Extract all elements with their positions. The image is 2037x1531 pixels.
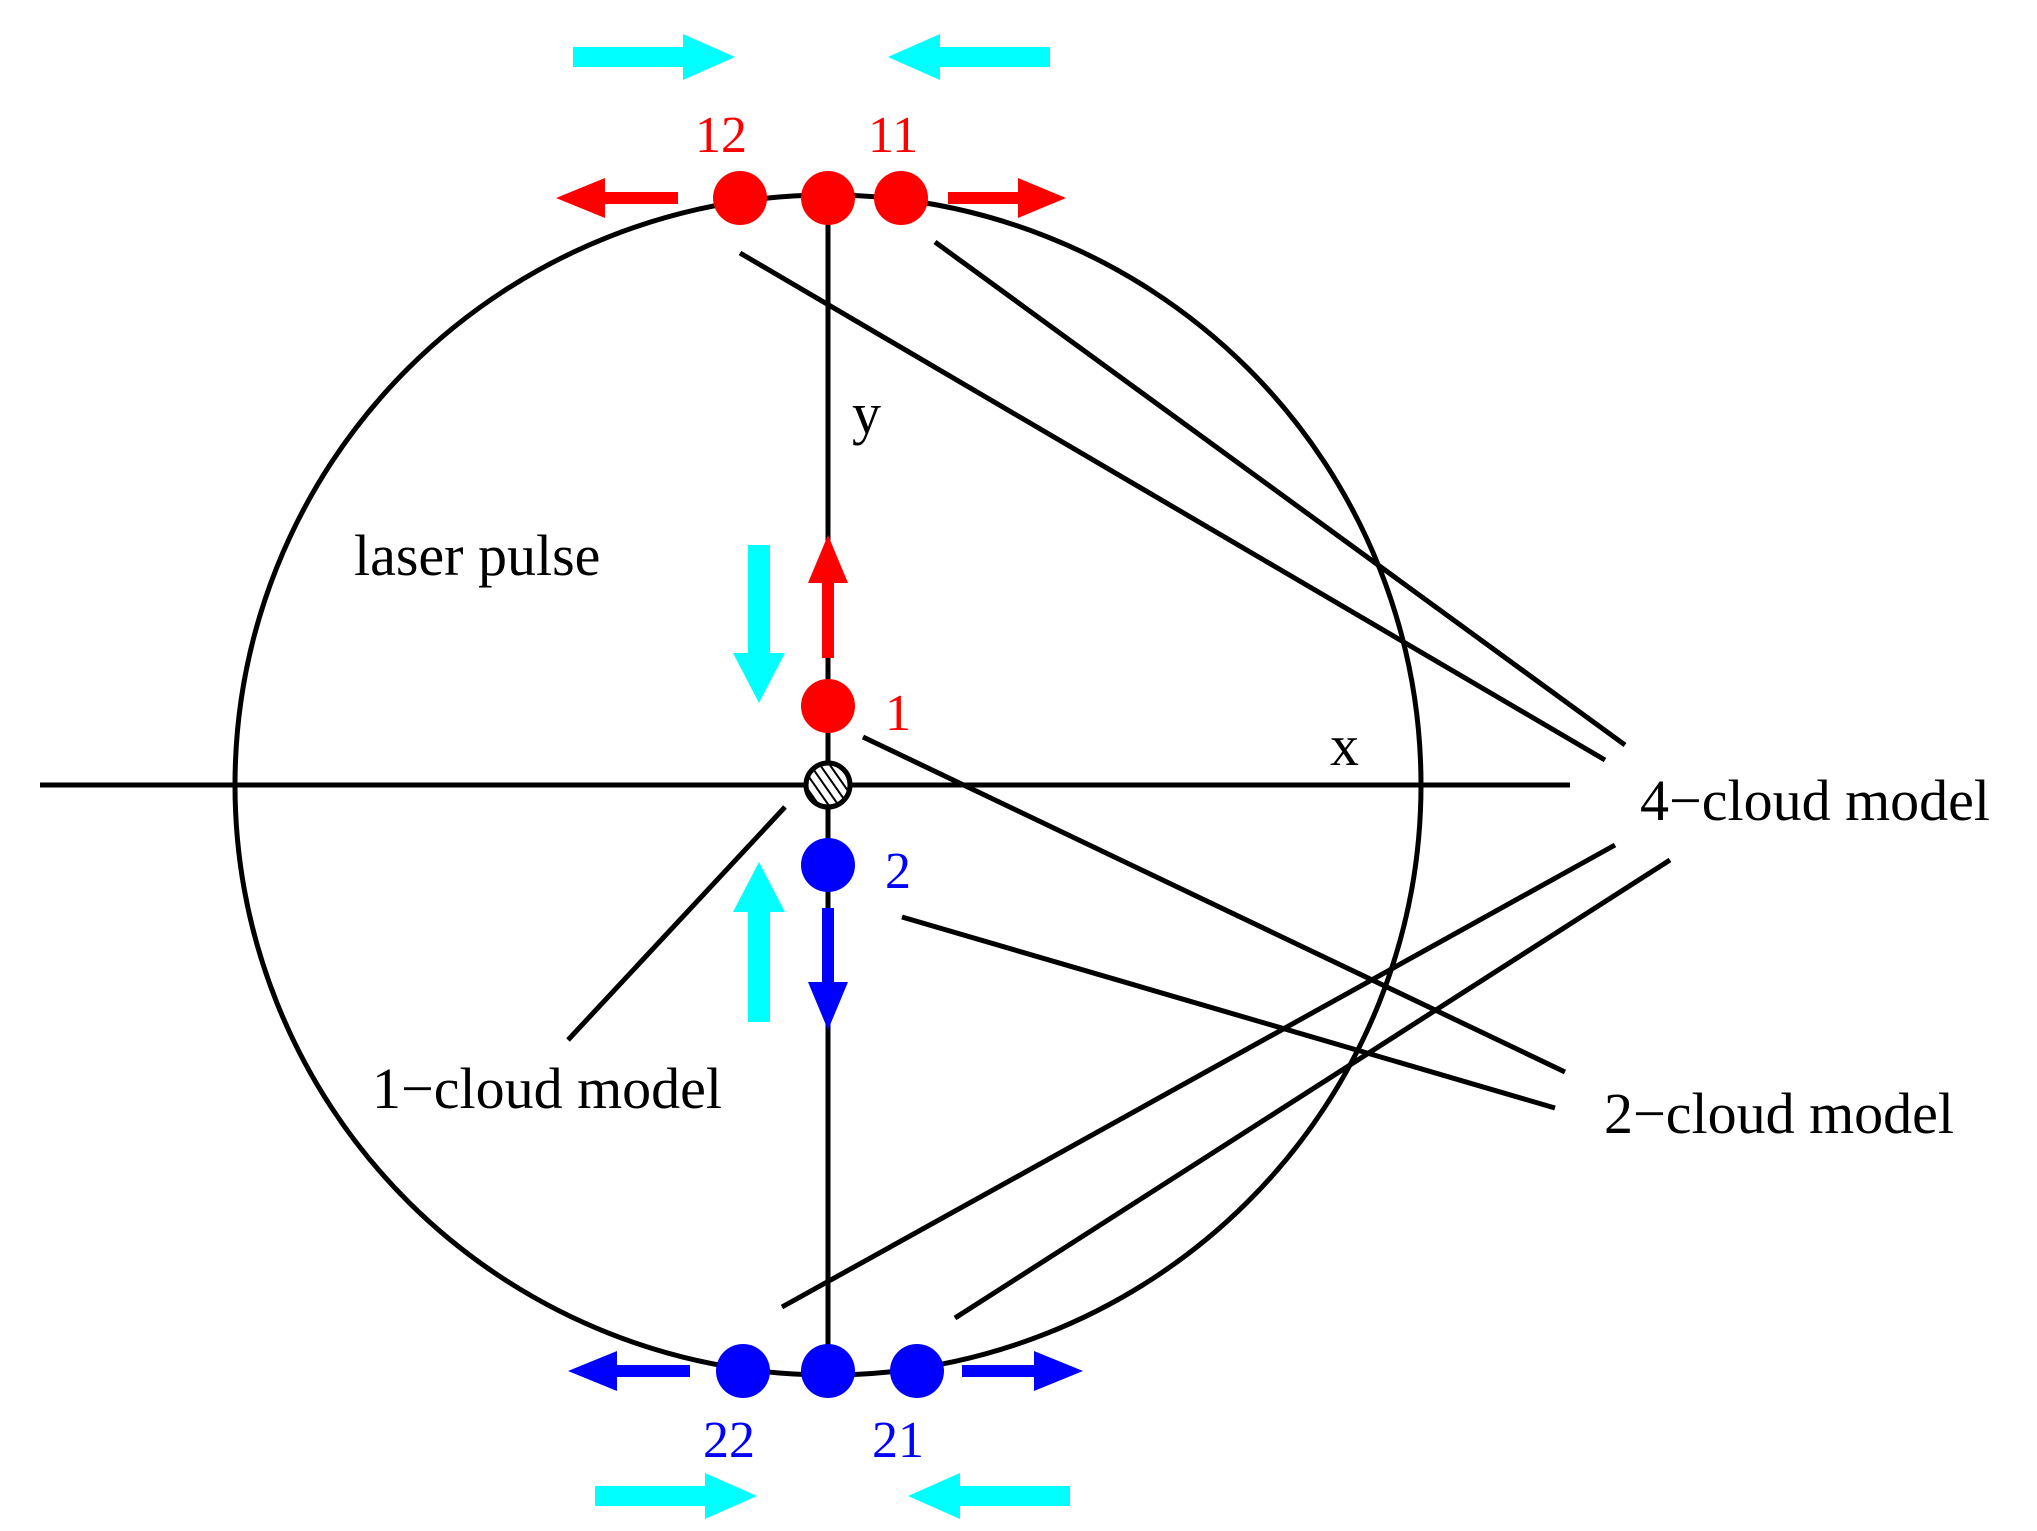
pointer-one-cloud xyxy=(566,805,787,1042)
red-arrow-left xyxy=(556,178,678,218)
y-axis-label: y xyxy=(852,381,881,446)
cloud-lower-center-dot xyxy=(801,1344,855,1398)
cloud-12-label: 12 xyxy=(695,107,747,164)
cloud-22-label: 22 xyxy=(703,1412,755,1469)
pointer-lines xyxy=(566,239,1672,1321)
cloud-1-label: 1 xyxy=(885,685,911,742)
compression-arrows xyxy=(573,34,1070,1519)
central-cloud-hatched xyxy=(803,760,853,810)
cyan-arrow-bottom-left-pointing xyxy=(908,1473,1070,1519)
pointer-four-cloud-to-11 xyxy=(933,239,1627,748)
blue-arrow-down xyxy=(808,908,848,1030)
cloud-22-dot xyxy=(716,1344,770,1398)
red-arrow-up xyxy=(808,535,848,658)
pointer-two-cloud-to-2 xyxy=(901,914,1556,1111)
laser-pulse-label: laser pulse xyxy=(354,523,600,588)
cloud-2-label: 2 xyxy=(885,843,911,900)
cloud-12-dot xyxy=(713,171,767,225)
cyan-arrow-center-down xyxy=(733,545,785,703)
cloud-21-label: 21 xyxy=(872,1412,924,1469)
cloud-11-label: 11 xyxy=(868,107,918,164)
pointer-four-cloud-to-12 xyxy=(738,250,1607,763)
pointer-four-cloud-to-22 xyxy=(780,842,1617,1310)
cloud-2-dot xyxy=(801,838,855,892)
cyan-arrow-top-left-pointing xyxy=(888,34,1050,80)
cyan-arrow-center-up xyxy=(733,862,785,1022)
pointer-four-cloud-to-21 xyxy=(953,857,1672,1321)
cyan-arrow-bottom-right-pointing xyxy=(595,1473,757,1519)
cloud-11-dot xyxy=(874,171,928,225)
cloud-upper-center-dot xyxy=(801,171,855,225)
cloud-21-dot xyxy=(890,1344,944,1398)
pointer-two-cloud-to-1 xyxy=(861,734,1567,1075)
cyan-arrow-top-right-pointing xyxy=(573,34,735,80)
blue-arrow-right xyxy=(962,1351,1083,1391)
red-arrow-right xyxy=(948,178,1066,218)
blue-arrow-left xyxy=(568,1351,690,1391)
one-cloud-model-label: 1−cloud model xyxy=(372,1056,722,1121)
four-cloud-model-label: 4−cloud model xyxy=(1640,768,1990,833)
lower-clouds xyxy=(568,838,1083,1398)
x-axis-label: x xyxy=(1330,713,1359,778)
cloud-1-dot xyxy=(801,679,855,733)
two-cloud-model-label: 2−cloud model xyxy=(1604,1081,1954,1146)
upper-clouds xyxy=(556,171,1066,733)
